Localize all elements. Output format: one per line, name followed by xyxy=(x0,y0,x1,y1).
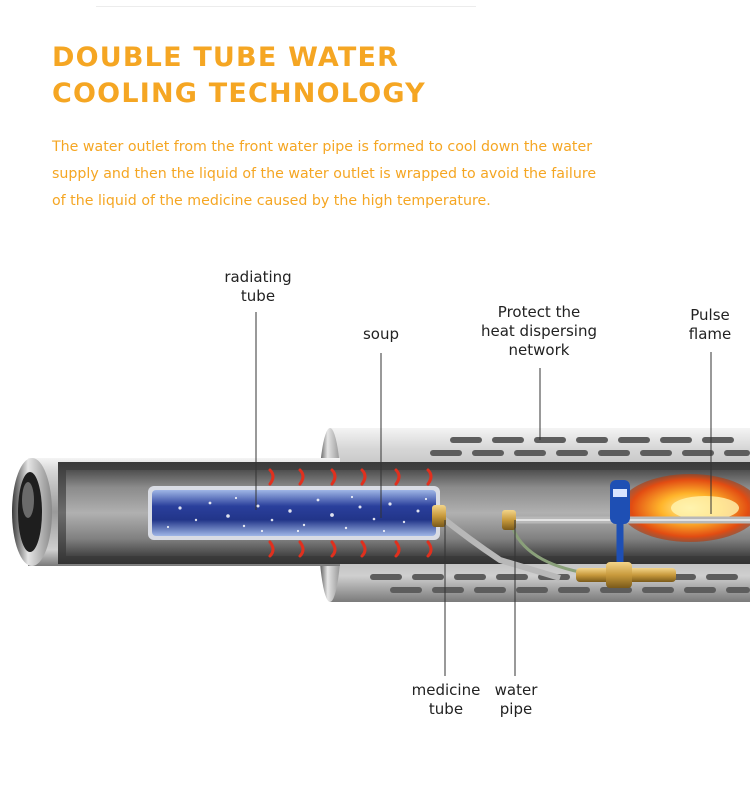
title-line-1: DOUBLE TUBE WATER xyxy=(52,42,400,73)
pulse-flame xyxy=(620,474,750,542)
title-line-2: COOLING TECHNOLOGY xyxy=(52,78,426,109)
medicine-tube xyxy=(432,505,561,581)
leader-lines xyxy=(255,312,712,676)
label-water-pipe-line-2: pipe xyxy=(499,700,533,718)
label-pulse-flame-line-1: Pulse xyxy=(690,306,730,324)
label-protect-network-line-3: network xyxy=(508,341,570,359)
label-soup-line-1: soup xyxy=(362,325,400,343)
description-line-1: The water outlet from the front water pi… xyxy=(52,139,593,155)
label-protect-network-line-1: Protect the xyxy=(497,303,581,321)
radiating-tube xyxy=(148,486,440,540)
description-line-3: of the liquid of the medicine caused by … xyxy=(52,193,491,209)
label-medicine-tube: medicine tube xyxy=(398,681,494,719)
description: The water outlet from the front water pi… xyxy=(52,134,702,215)
heat-arrows xyxy=(268,468,433,558)
valve xyxy=(576,480,676,588)
label-radiating-tube-line-1: radiating xyxy=(224,268,292,286)
label-pulse-flame-line-2: flame xyxy=(688,325,732,343)
top-divider xyxy=(96,6,476,7)
soup-bubbles xyxy=(166,495,428,533)
label-water-pipe-line-1: water xyxy=(494,681,538,699)
label-radiating-tube: radiating tube xyxy=(206,268,310,306)
page-title: DOUBLE TUBE WATER COOLING TECHNOLOGY xyxy=(52,40,426,112)
label-protect-network: Protect the heat dispersing network xyxy=(466,303,612,360)
description-line-2: supply and then the liquid of the water … xyxy=(52,166,597,182)
label-protect-network-line-2: heat dispersing xyxy=(480,322,597,340)
label-soup: soup xyxy=(346,325,416,344)
label-water-pipe: water pipe xyxy=(484,681,548,719)
label-radiating-tube-line-2: tube xyxy=(240,287,276,305)
label-medicine-tube-line-2: tube xyxy=(428,700,464,718)
label-pulse-flame: Pulse flame xyxy=(672,306,748,344)
label-medicine-tube-line-1: medicine xyxy=(411,681,481,699)
